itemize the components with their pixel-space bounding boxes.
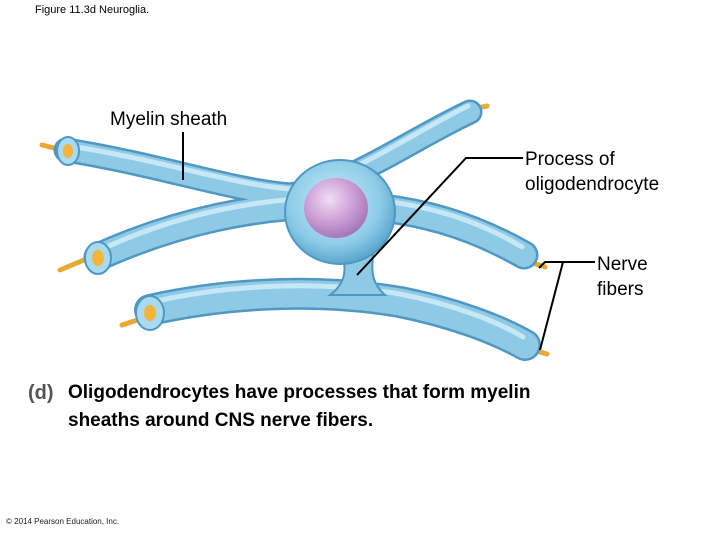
figure-title: Figure 11.3d Neuroglia. — [35, 4, 150, 16]
caption-line-1: Oligodendrocytes have processes that for… — [68, 382, 531, 403]
leader-nerve-2 — [539, 261, 564, 351]
sheath-end-caps — [56, 136, 165, 331]
leader-lines — [182, 132, 595, 351]
nucleus — [304, 178, 368, 238]
copyright-notice: © 2014 Pearson Education, Inc. — [6, 517, 120, 526]
label-nerve-line-2: fibers — [597, 279, 644, 300]
label-process-line-2: oligodendrocyte — [525, 174, 660, 195]
label-process-of-oligodendrocyte: Process of oligodendrocyte — [525, 147, 659, 197]
label-nerve-line-1: Nerve — [597, 254, 648, 275]
leader-nerve — [538, 261, 595, 269]
label-myelin-sheath: Myelin sheath — [110, 109, 228, 130]
label-nerve-fibers: Nerve fibers — [597, 252, 648, 302]
caption-line-2: sheaths around CNS nerve fibers. — [68, 410, 374, 431]
part-letter: (d) — [28, 382, 54, 404]
figure-caption: Oligodendrocytes have processes that for… — [68, 379, 530, 435]
leader-process — [356, 157, 523, 276]
axon-mid-left — [57, 257, 87, 273]
label-process-line-1: Process of — [525, 149, 615, 170]
